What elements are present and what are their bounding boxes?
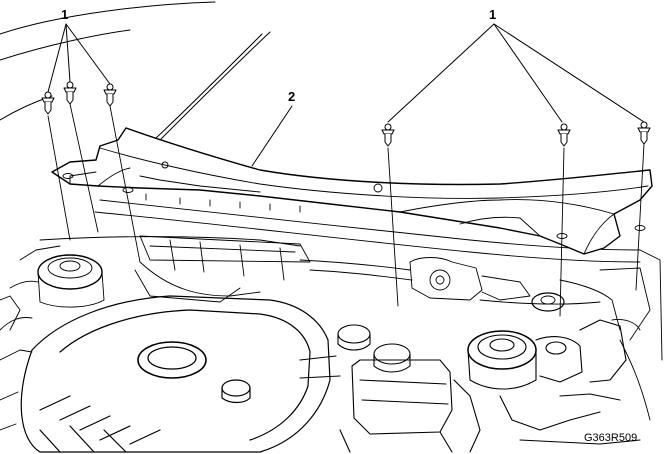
fastener-extension-lines: [47, 103, 645, 317]
engine-cover: [20, 295, 331, 453]
left-fender-detail: [0, 317, 33, 431]
callout-2: 2: [288, 89, 296, 104]
callout-leaders: [47, 23, 645, 167]
callout-1-left: 1: [61, 7, 69, 22]
reservoirs: [299, 319, 641, 453]
hood-outline: [0, 1, 271, 141]
callout-1-right: 1: [489, 7, 497, 22]
figure-code: G363R509: [584, 432, 638, 444]
push-pin-retainer-icon: [41, 81, 651, 147]
cowl-panel: [51, 127, 653, 255]
